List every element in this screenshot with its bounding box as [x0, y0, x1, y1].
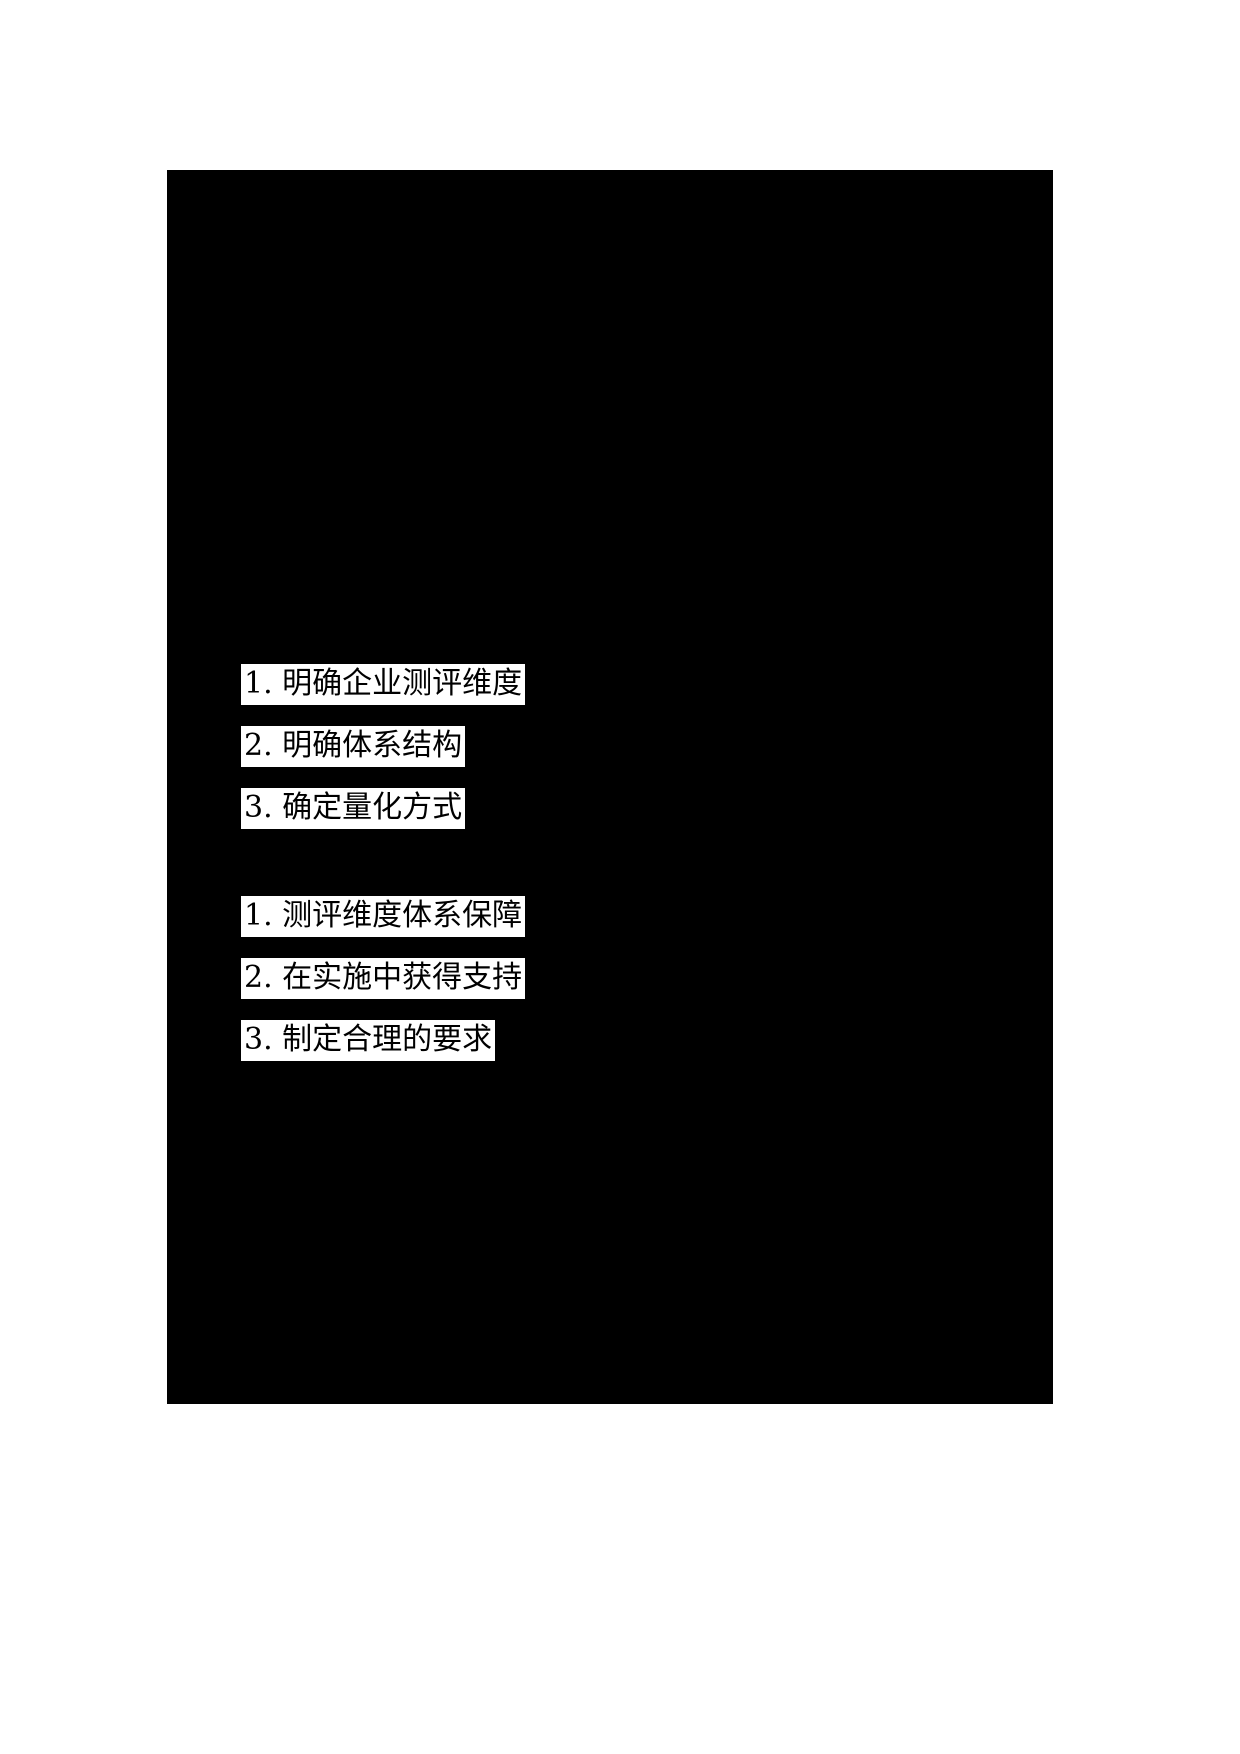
- list-item-text: 2. 明确体系结构: [241, 726, 466, 767]
- list-item: 1. 测评维度体系保障: [241, 896, 526, 937]
- list-item-text: 1. 测评维度体系保障: [241, 896, 526, 937]
- list-item: 1. 明确企业测评维度: [241, 664, 526, 705]
- list-item: 3. 制定合理的要求: [241, 1020, 525, 1061]
- list-item: 2. 在实施中获得支持: [241, 958, 526, 999]
- list-item-text: 2. 在实施中获得支持: [241, 958, 526, 999]
- list-item-text: 3. 确定量化方式: [241, 788, 466, 829]
- primary-list-group: 1. 明确企业测评维度 2. 明确体系结构 3. 确定量化方式: [241, 664, 526, 829]
- secondary-list-group: 1. 测评维度体系保障 2. 在实施中获得支持 3. 制定合理的要求: [241, 896, 526, 1061]
- list-item: 2. 明确体系结构: [241, 726, 525, 767]
- list-item: 3. 确定量化方式: [241, 788, 525, 829]
- dark-content-panel: [167, 170, 1053, 1404]
- list-item-text: 1. 明确企业测评维度: [241, 664, 526, 705]
- list-item-text: 3. 制定合理的要求: [241, 1020, 496, 1061]
